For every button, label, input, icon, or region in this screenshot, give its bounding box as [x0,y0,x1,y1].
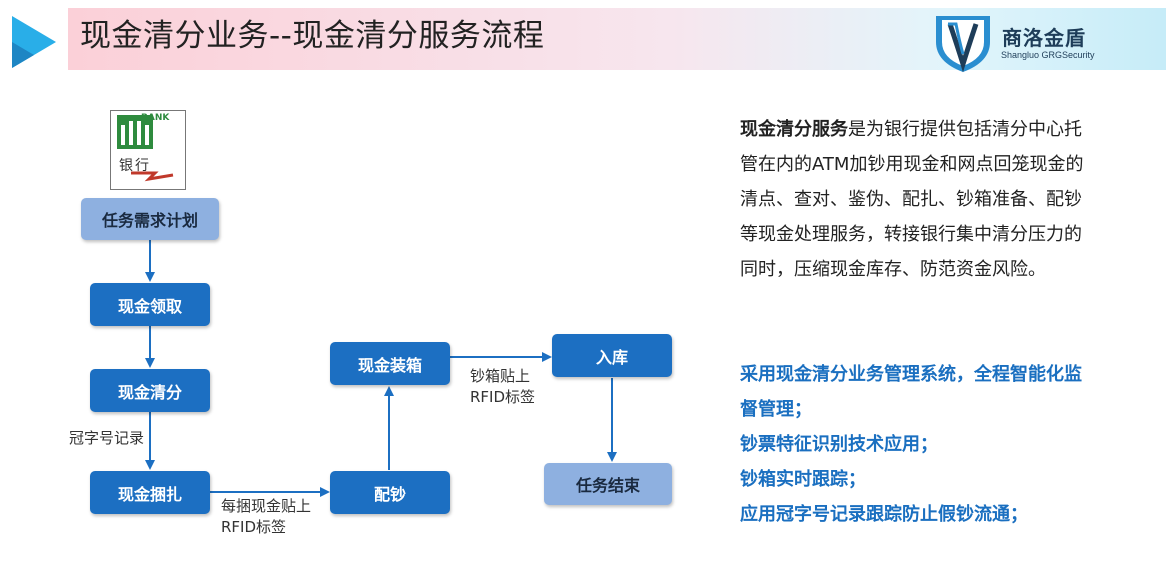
description-body: 是为银行提供包括清分中心托管在内的ATM加钞用现金和网点回笼现金的清点、查对、鉴… [740,119,1084,280]
label-bundle-rfid: 每捆现金贴上 RFID标签 [221,496,311,538]
feature-item: 钞箱实时跟踪； [740,469,866,490]
step-cash-receive-label: 现金领取 [117,296,182,316]
feature-item: 采用现金清分业务管理系统，全程智能化监督管理； [740,364,1082,420]
step-cash-sort: 现金清分 [90,369,210,412]
feature-item: 钞票特征识别技术应用； [740,434,938,455]
bank-building-icon [117,115,174,182]
step-cash-boxing: 现金装箱 [330,342,450,385]
page-title: 现金清分业务--现金清分服务流程 [80,18,545,54]
step-cash-bundle-label: 现金捆扎 [117,484,182,504]
step-cash-bundle: 现金捆扎 [90,471,210,514]
feature-list: 采用现金清分业务管理系统，全程智能化监督管理； 钞票特征识别技术应用； 钞箱实时… [740,357,1090,532]
step-task-end: 任务结束 [544,463,672,505]
step-task-end-label: 任务结束 [575,476,640,495]
label-bundle-rfid-line2: RFID标签 [221,518,287,536]
step-allocate: 配钞 [330,471,450,514]
bank-icon-label: 银行 [119,158,151,174]
logo-name-en: Shangluo GRGSecurity [1001,50,1095,60]
description-lead: 现金清分服务 [740,119,848,140]
step-task-plan-label: 任务需求计划 [101,211,198,230]
label-serial-record: 冠字号记录 [69,429,145,447]
label-box-rfid-line2: RFID标签 [470,388,536,406]
step-store-label: 入库 [595,347,628,367]
step-allocate-label: 配钞 [373,484,406,504]
bank-icon: BANK 银行 [110,110,186,190]
label-box-rfid: 钞箱贴上 RFID标签 [470,366,535,408]
service-description: 现金清分服务是为银行提供包括清分中心托管在内的ATM加钞用现金和网点回笼现金的清… [740,112,1085,287]
play-arrow-icon [12,16,56,68]
step-cash-boxing-label: 现金装箱 [357,355,422,375]
feature-item: 应用冠字号记录跟踪防止假钞流通； [740,504,1028,525]
logo-name-cn: 商洛金盾 [1002,26,1086,50]
step-store: 入库 [552,334,672,377]
step-cash-sort-label: 现金清分 [117,382,182,402]
step-task-plan: 任务需求计划 [81,198,219,240]
step-cash-receive: 现金领取 [90,283,210,326]
shield-logo-icon [936,16,990,73]
label-box-rfid-line1: 钞箱贴上 [470,367,531,385]
label-bundle-rfid-line1: 每捆现金贴上 [221,497,312,515]
bank-icon-text: BANK [141,113,170,123]
